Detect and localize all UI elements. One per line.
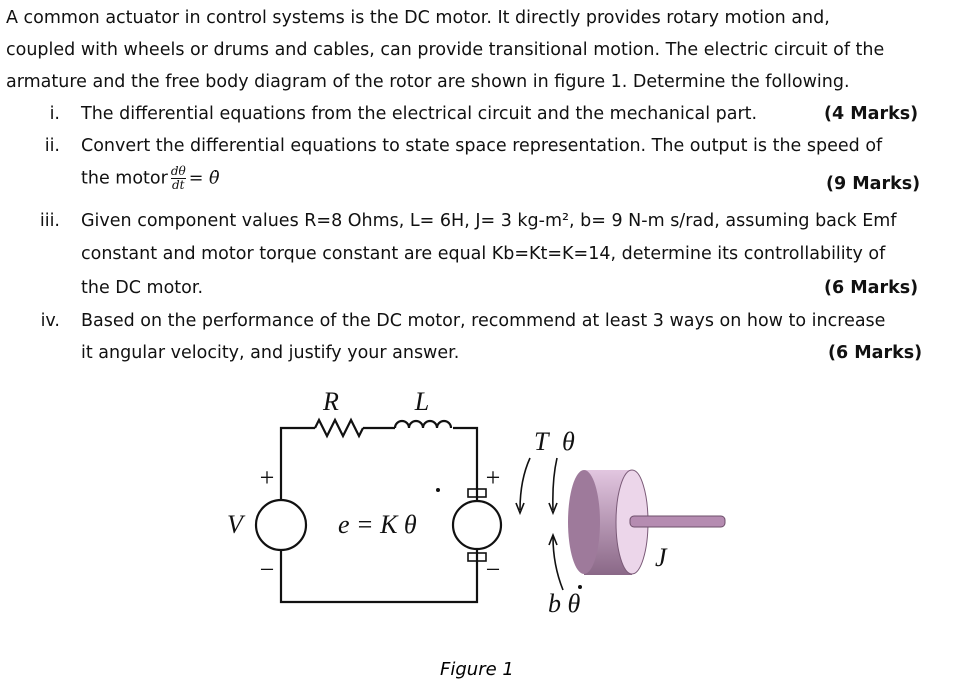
marks-label: (4 Marks) [824,104,919,124]
marks-label: (6 Marks) [828,343,923,363]
damping-label: b θ [548,589,581,618]
back-emf-equation: e = K θ [338,510,417,539]
equation: = θ̇ [188,168,220,189]
intro-line: armature and the free body diagram of th… [6,72,850,92]
item-text: the DC motor. [81,278,204,298]
fraction-numerator: dθ [170,164,186,179]
inductor-symbol [393,419,453,429]
resistor-symbol [314,417,364,439]
rotor-cylinder [568,469,726,575]
fraction-denominator: dt [172,178,185,192]
item-text: The differential equations from the elec… [81,104,758,124]
item-number: ii. [44,136,60,156]
motor-symbol [451,499,503,551]
minus-sign: − [258,555,276,584]
intro-line: A common actuator in control systems is … [6,8,830,28]
damping-arrow-icon [552,536,564,591]
item-text: it angular velocity, and justify your an… [81,343,460,363]
figure-caption: Figure 1 [440,659,514,680]
marks-label: (6 Marks) [824,278,919,298]
inductor-label: L [414,387,429,416]
torque-arrow-icon [519,457,531,511]
item-text: constant and motor torque constant are e… [81,244,886,264]
resistor-label: R [322,387,339,416]
item-number: iii. [39,211,60,231]
item-text: Convert the differential equations to st… [81,136,883,156]
plus-sign: + [484,463,502,492]
voltage-label: V [227,510,246,539]
item-text: Based on the performance of the DC motor… [81,311,886,331]
marks-label: (9 Marks) [826,174,921,194]
circuit-wire [279,426,479,604]
inertia-label: J [655,543,668,572]
theta-arrow-icon [552,457,558,511]
minus-sign: − [484,555,502,584]
voltage-source-symbol [254,498,308,552]
item-number: i. [49,104,60,124]
theta-label: θ [562,427,575,456]
intro-line: coupled with wheels or drums and cables,… [6,40,885,60]
item-number: iv. [40,311,60,331]
item-text: Given component values R=8 Ohms, L= 6H, … [81,211,897,231]
torque-label: T [534,427,550,456]
rotor-shaft [629,515,726,528]
plus-sign: + [258,463,276,492]
item-text-part: the motor [81,168,168,189]
